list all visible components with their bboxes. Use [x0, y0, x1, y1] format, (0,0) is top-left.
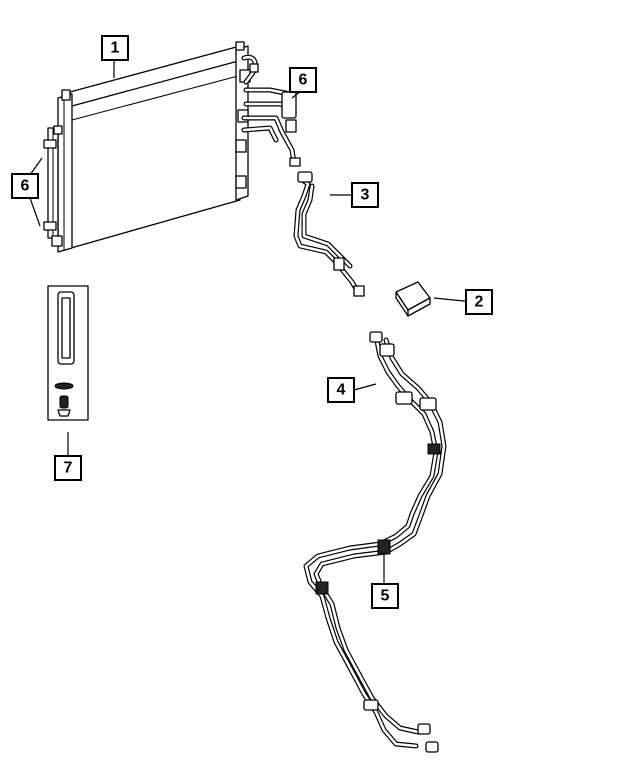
callout-1-label: 1 — [111, 40, 120, 57]
callout-3-label: 3 — [361, 187, 370, 204]
ac-line-long — [303, 331, 447, 753]
callout-5-label: 5 — [381, 588, 390, 605]
callout-6-left: 6 — [11, 173, 39, 199]
callout-4-label: 4 — [337, 382, 346, 399]
foam-pad — [395, 281, 431, 317]
callout-7-label: 7 — [64, 460, 73, 477]
callout-6-left-label: 6 — [21, 178, 30, 195]
callout-3: 3 — [351, 182, 379, 208]
service-kit — [47, 285, 89, 421]
condenser — [43, 41, 251, 253]
callout-2: 2 — [465, 289, 493, 315]
callout-7: 7 — [54, 455, 82, 481]
callout-1: 1 — [101, 35, 129, 61]
callout-4: 4 — [327, 377, 355, 403]
callout-2-label: 2 — [475, 294, 484, 311]
callout-5: 5 — [371, 583, 399, 609]
ac-line-short — [293, 171, 365, 297]
leader-lines — [29, 56, 475, 584]
condenser-line-bracket — [241, 54, 301, 167]
callout-6-right-label: 6 — [299, 72, 308, 89]
callout-6-right: 6 — [289, 67, 317, 93]
